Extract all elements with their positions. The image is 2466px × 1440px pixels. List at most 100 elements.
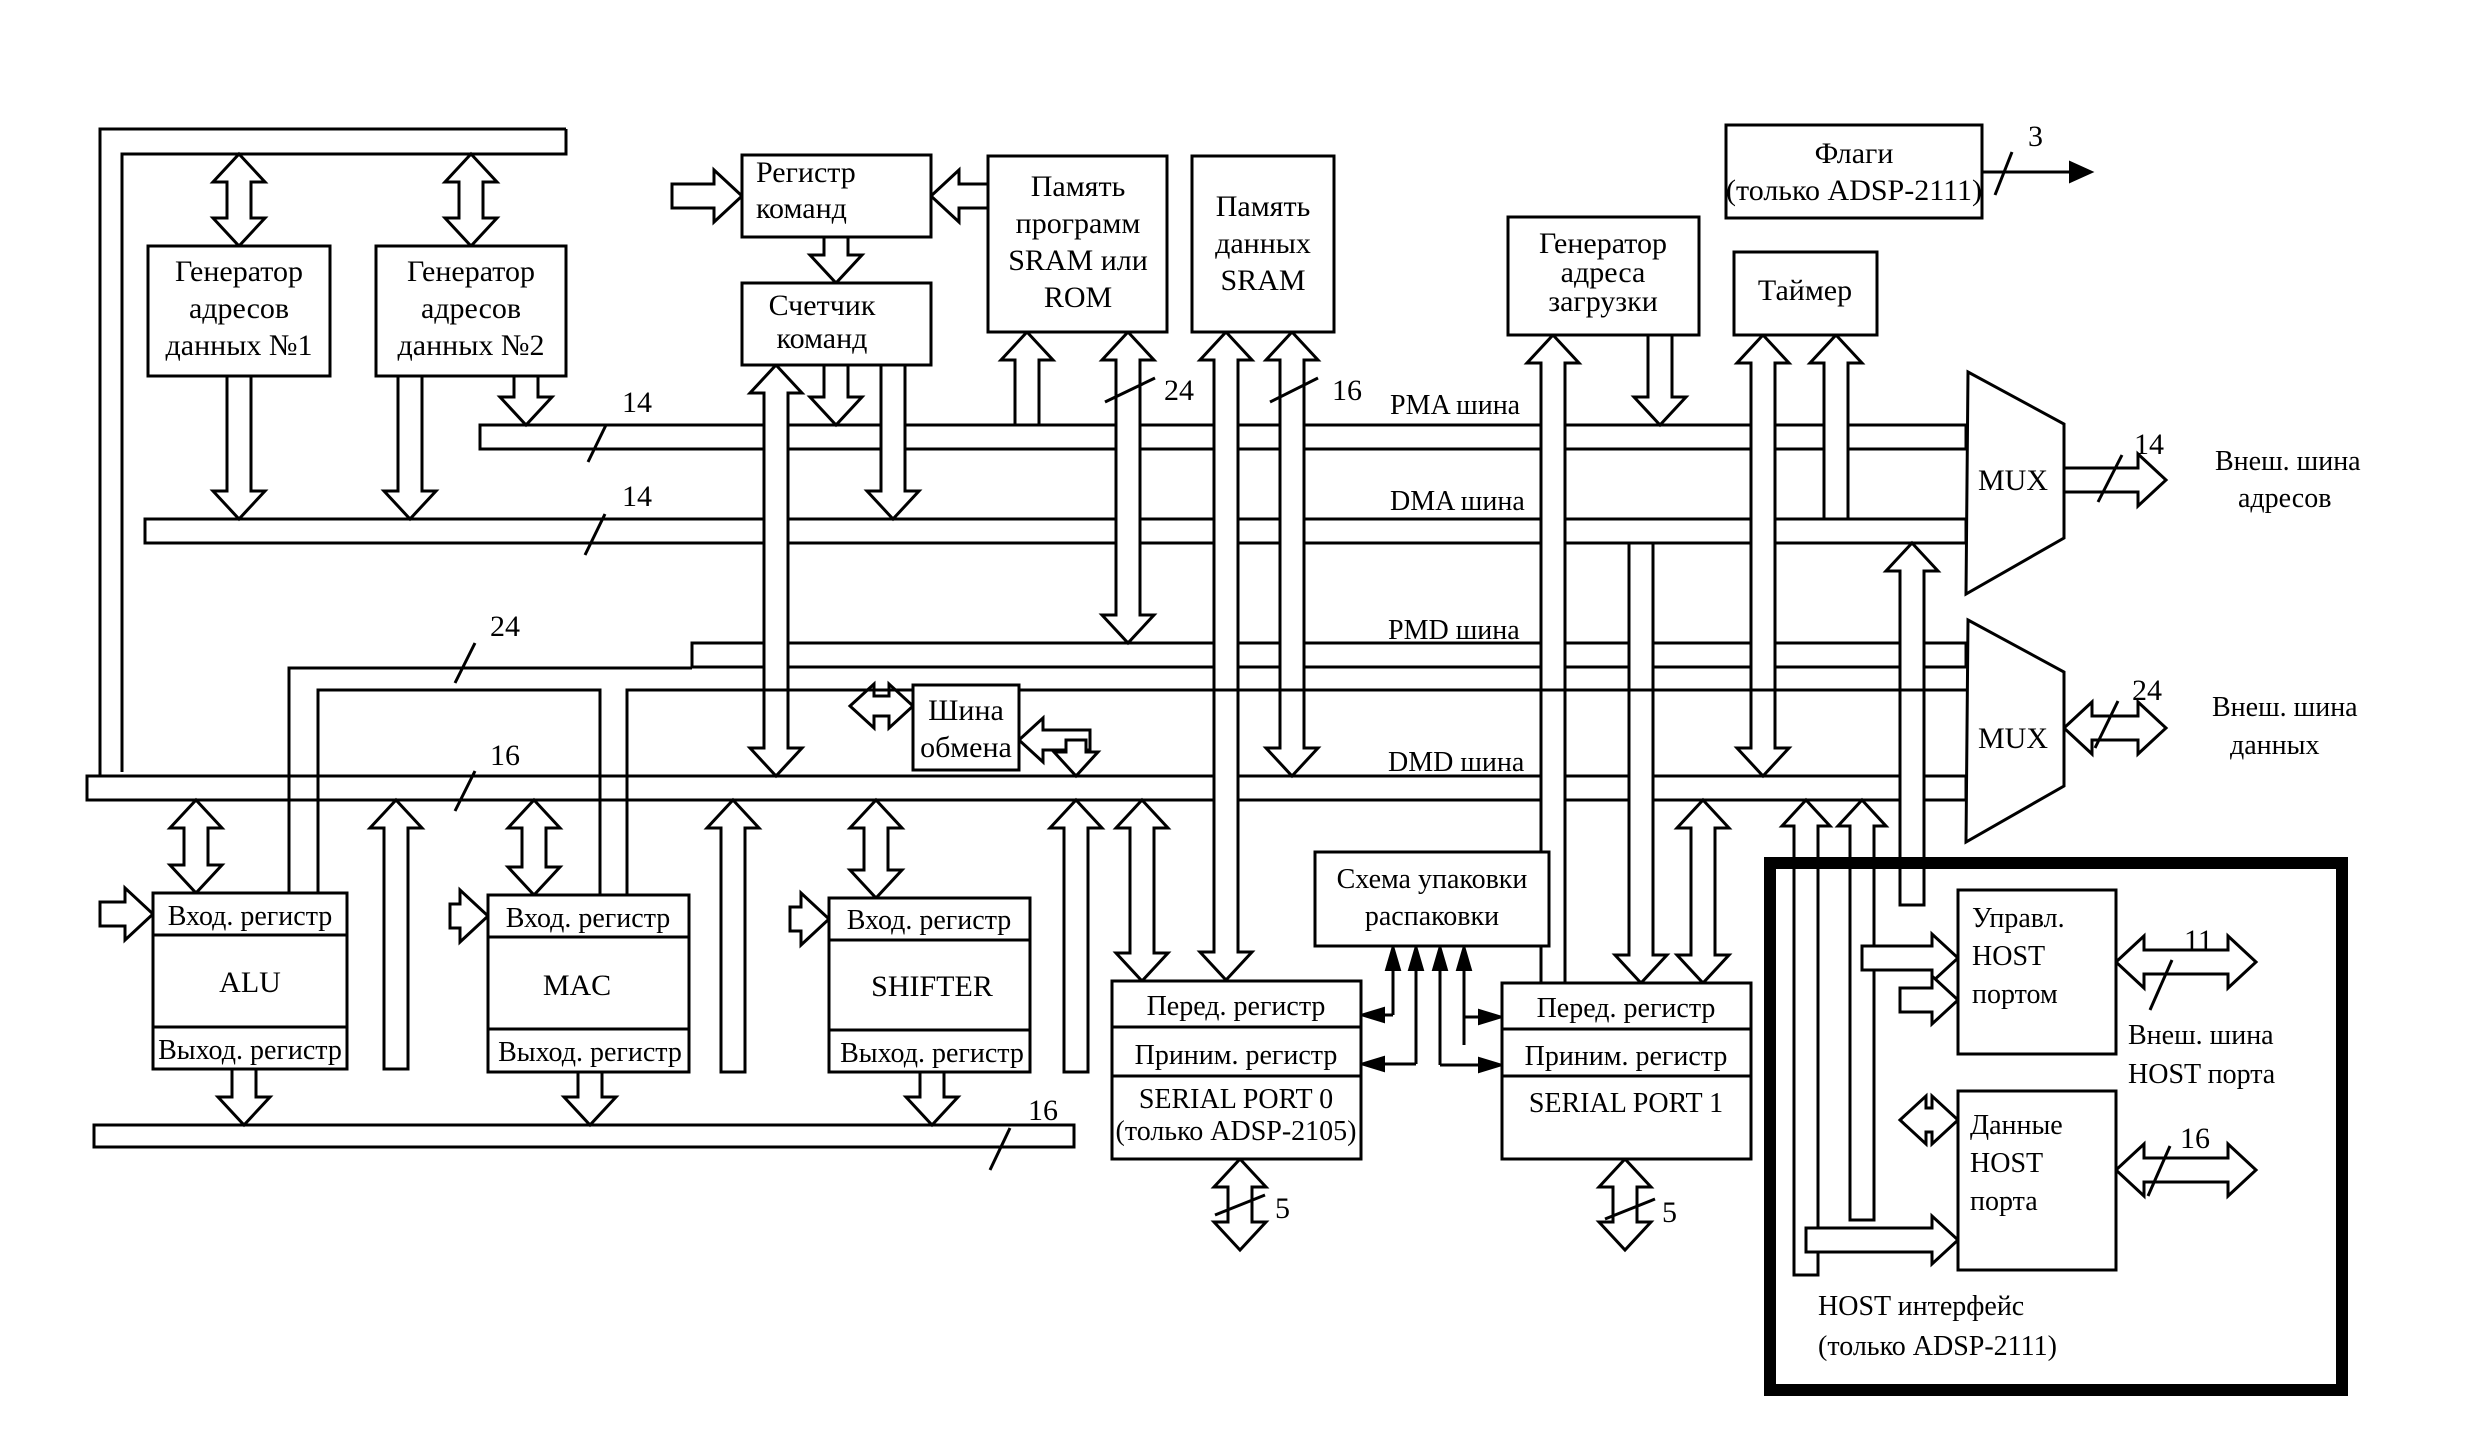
ext-data-bus-label-2: данных bbox=[2230, 730, 2319, 761]
flags-label-1: Флаги bbox=[1815, 137, 1894, 170]
pma-to-progmem-arrow bbox=[997, 329, 1057, 427]
program-counter-block bbox=[740, 281, 933, 367]
pc-to-dma-arrow bbox=[863, 363, 923, 522]
host-data-in-arrow bbox=[1804, 1212, 1961, 1268]
shifter-input-register: Вход. регистр bbox=[847, 905, 1012, 936]
slash-pm bbox=[1104, 376, 1156, 404]
ext-data-bus-arrow bbox=[2061, 698, 2169, 758]
sport0-dmd-arrow bbox=[1112, 797, 1172, 984]
mac-output-arrow bbox=[560, 1070, 620, 1128]
dmd-bus bbox=[85, 774, 1968, 802]
timer-block bbox=[1732, 250, 1879, 337]
packing-arrowhead-3 bbox=[1431, 942, 1449, 971]
flags-block bbox=[1724, 123, 1984, 220]
dmd-bus-label: DMD шина bbox=[1388, 747, 1525, 778]
data-memory-block bbox=[1190, 154, 1336, 334]
program-memory-label-3: SRAM или bbox=[1008, 244, 1148, 277]
slash-dma bbox=[583, 513, 607, 556]
sport0-note: (только ADSP-2105) bbox=[1116, 1116, 1357, 1147]
sport0-receive-register: Приним. регистр bbox=[1135, 1040, 1338, 1071]
sport0-rx-arrowhead bbox=[1357, 1055, 1385, 1073]
slash-pma bbox=[586, 424, 608, 463]
shifter-block bbox=[827, 896, 1032, 1074]
width-label-pma: 14 bbox=[622, 386, 652, 419]
dag1-to-dma-arrow bbox=[209, 374, 269, 522]
sport0-tx-arrowhead bbox=[1357, 1006, 1385, 1024]
ext-address-bus-arrow bbox=[2062, 450, 2169, 510]
width-label-ext-addr: 14 bbox=[2134, 428, 2164, 461]
mac-label: MAC bbox=[543, 969, 611, 1002]
host-ctrl-in-arrow-2 bbox=[1898, 972, 1961, 1028]
dma-bus-label: DMA шина bbox=[1390, 486, 1525, 517]
pc-to-pma-arrow bbox=[806, 363, 866, 428]
block-layer: Генератор адресов данных №1 Генератор ад… bbox=[146, 123, 2348, 1396]
width-label-host-ctrl: 11 bbox=[2184, 924, 2213, 957]
host-control-label-3: портом bbox=[1972, 979, 2058, 1010]
mac-feedback-arrow bbox=[448, 886, 491, 946]
host-control-block bbox=[1956, 888, 2118, 1056]
width-label-ext-data: 24 bbox=[2132, 674, 2162, 707]
host-control-label-2: HOST bbox=[1972, 941, 2045, 972]
ir-to-pc-arrow bbox=[806, 235, 866, 286]
boot-generator-label-2: адреса bbox=[1561, 256, 1646, 289]
shifter-label: SHIFTER bbox=[871, 970, 993, 1003]
program-memory-label-4: ROM bbox=[1044, 281, 1112, 314]
alu-input-register: Вход. регистр bbox=[168, 901, 333, 932]
timer-label: Таймер bbox=[1758, 274, 1852, 307]
dag2-block bbox=[374, 244, 568, 378]
pc-dmd-arrow bbox=[746, 362, 806, 779]
slash-result bbox=[988, 1127, 1012, 1171]
packing-arrowhead-2 bbox=[1407, 942, 1425, 971]
sport1-rx-arrowhead bbox=[1478, 1056, 1506, 1074]
host-to-mux-arrow bbox=[1882, 540, 1942, 907]
pmd-feeder bbox=[287, 643, 1966, 948]
alu-feedback-arrow bbox=[98, 884, 156, 944]
mac-output-register: Выход. регистр bbox=[498, 1037, 682, 1068]
mac-block bbox=[486, 893, 691, 1074]
slash-dm bbox=[1269, 376, 1319, 404]
dag2-to-pma-arrow bbox=[496, 374, 556, 428]
shifter-dmd-arrow bbox=[846, 797, 906, 901]
program-counter-label-2: команд bbox=[777, 322, 868, 355]
pma-bus-label: PMA шина bbox=[1390, 390, 1521, 421]
sport1-receive-register: Приним. регистр bbox=[1525, 1041, 1728, 1072]
alu-label: ALU bbox=[219, 966, 281, 999]
shifter-feedback-arrow bbox=[788, 889, 832, 949]
address-mux-label: MUX bbox=[1978, 464, 2048, 497]
pmd-to-ir-arrow bbox=[670, 166, 745, 226]
instruction-register-block bbox=[740, 153, 933, 239]
sport0-label: SERIAL PORT 0 bbox=[1139, 1084, 1333, 1115]
alu-dmd-arrow bbox=[166, 797, 226, 896]
host-data-label-3: порта bbox=[1970, 1186, 2038, 1217]
label-layer: PMA шина DMA шина PMD шина DMD шина Внеш… bbox=[490, 120, 2361, 1229]
dma-to-timer-arrow bbox=[1806, 332, 1866, 521]
alu-result-arrow bbox=[366, 797, 426, 1071]
packing-label-1: Схема упаковки bbox=[1337, 864, 1528, 895]
exchange-bus-block bbox=[911, 683, 1021, 772]
data-memory-label-3: SRAM bbox=[1220, 264, 1305, 297]
mac-input-register: Вход. регистр bbox=[506, 903, 671, 934]
ext-addr-bus-label-2: адресов bbox=[2238, 483, 2331, 514]
dma-bus bbox=[143, 517, 1968, 545]
mac-dmd-arrow bbox=[504, 797, 564, 898]
sport1-tx-arrowhead bbox=[1478, 1008, 1506, 1026]
slash-sport1 bbox=[1604, 1197, 1656, 1221]
slash-ext-data bbox=[2093, 700, 2120, 749]
host-data-external-arrow bbox=[2113, 1140, 2259, 1200]
width-label-dmd: 16 bbox=[490, 739, 520, 772]
host-data-label-1: Данные bbox=[1970, 1110, 2063, 1141]
progmem-pmd-arrow bbox=[1098, 329, 1158, 646]
width-label-dma: 14 bbox=[622, 480, 652, 513]
packing-circuit-block bbox=[1313, 850, 1551, 948]
flags-output-arrowhead bbox=[2069, 160, 2095, 184]
data-mux bbox=[1964, 617, 2066, 845]
instruction-register-label-1: Регистр bbox=[756, 156, 856, 189]
host-interface-label-2: (только ADSP-2111) bbox=[1818, 1331, 2057, 1362]
address-mux bbox=[1964, 369, 2066, 597]
host-ext-bus-label-2: HOST порта bbox=[2128, 1059, 2276, 1090]
boot-gen-to-pma-arrow bbox=[1630, 333, 1690, 428]
host-control-label-1: Управл. bbox=[1972, 903, 2065, 934]
pmd-bus-label: PMD шина bbox=[1388, 615, 1520, 646]
program-memory-label-1: Память bbox=[1031, 170, 1126, 203]
arrow-layer bbox=[98, 151, 2259, 1277]
